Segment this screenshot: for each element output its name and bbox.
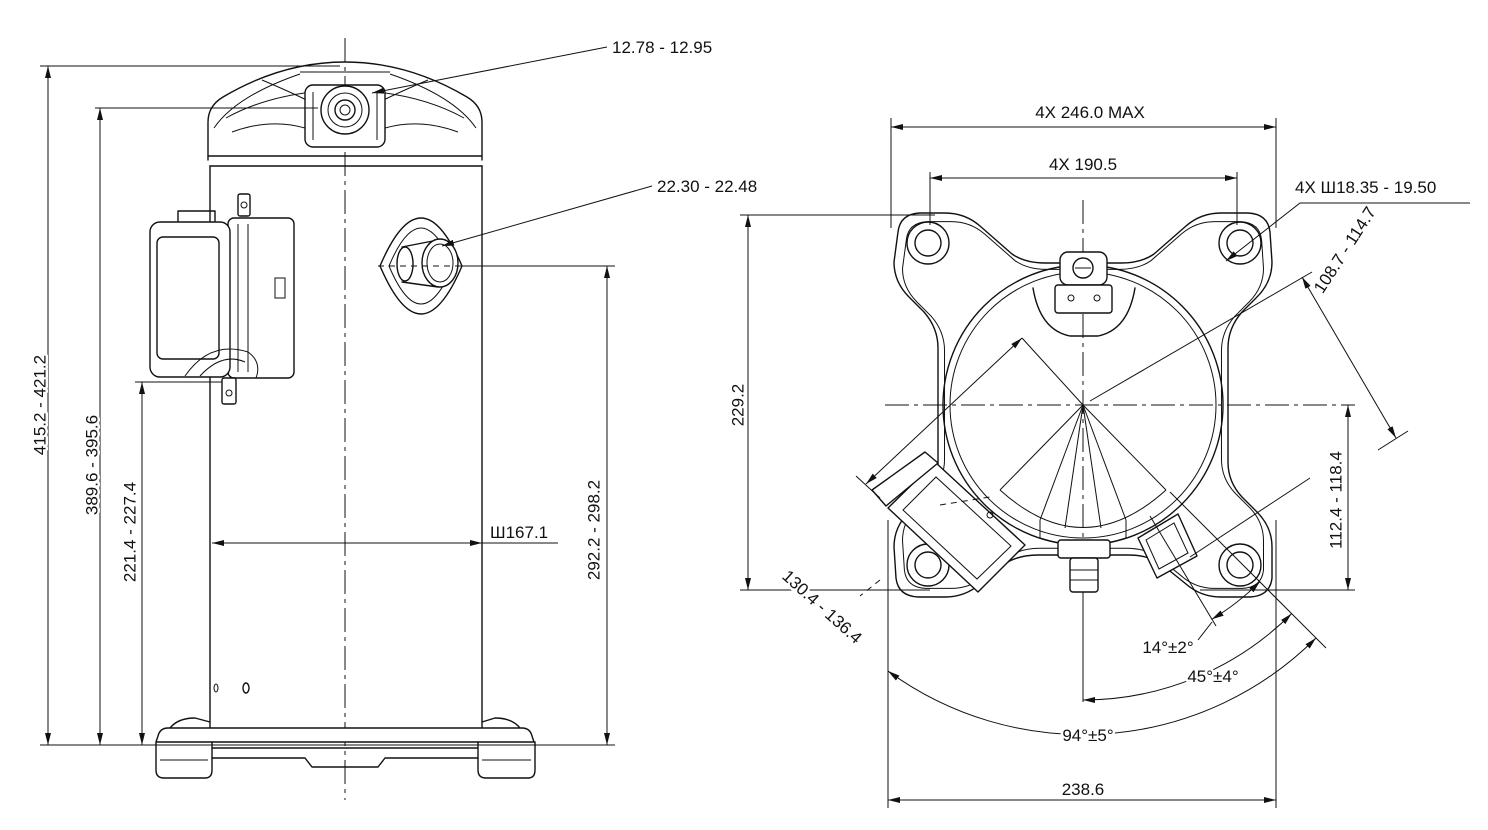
internal-cone — [999, 337, 1167, 546]
label-angle-small: 14°±2° — [1142, 638, 1193, 657]
base-plate — [155, 717, 536, 779]
mounting-hole — [1218, 543, 1262, 587]
shell-hole — [242, 682, 250, 694]
bottom-fitting — [1057, 539, 1111, 593]
label-suction-offset: 112.4 - 118.4 — [1327, 451, 1346, 549]
discharge-fitting-top — [1032, 251, 1136, 337]
dim-line-radial-offset — [1301, 276, 1397, 439]
label-angle-suction: 45°±4° — [1187, 667, 1238, 686]
shell-dome — [207, 61, 483, 167]
side-view: 12.78 - 12.95 22.30 - 22.48 415.2 - 421.… — [28, 36, 760, 800]
label-height-terminal-box: 221.4 - 227.4 — [121, 482, 140, 582]
dim-line-terminal-offset — [865, 337, 1023, 485]
leader-suction-fitting — [441, 185, 653, 247]
label-suction-fitting: 22.30 - 22.48 — [657, 177, 757, 196]
label-base-width: 238.6 — [1062, 780, 1105, 799]
label-hole-spacing: 4X 190.5 — [1049, 155, 1117, 174]
shell-hole — [213, 683, 219, 693]
arc-angle-terminal — [887, 637, 1317, 736]
label-shell-diameter: Ш167.1 — [490, 523, 548, 542]
leader-hole-diameter — [1225, 202, 1470, 262]
top-view: 4X 246.0 MAX 4X 190.5 4X Ш18.35 - 19.50 … — [726, 101, 1470, 808]
arc-angle-small — [1211, 581, 1261, 620]
mounting-hole — [1218, 221, 1262, 265]
leader-top-fitting — [371, 46, 608, 94]
label-width-max: 4X 246.0 MAX — [1035, 103, 1145, 122]
label-angle-terminal: 94°±5° — [1062, 726, 1113, 745]
mounting-hole — [906, 221, 950, 265]
label-terminal-offset: 130.4 - 136.4 — [778, 566, 865, 647]
label-height-overall: 415.2 - 421.2 — [31, 355, 50, 455]
terminal-box-tab-top — [237, 193, 251, 217]
label-height-suction: 292.2 - 298.2 — [585, 480, 604, 580]
suction-fitting — [378, 217, 470, 315]
top-view-extension-lines — [740, 118, 1409, 808]
label-depth: 229.2 — [729, 384, 748, 427]
side-view-extension-lines — [40, 65, 615, 746]
label-top-fitting: 12.78 - 12.95 — [612, 38, 712, 57]
discharge-fitting — [304, 84, 386, 148]
arc-angle-suction — [1082, 613, 1292, 703]
label-radial-offset: 108.7 - 114.7 — [1310, 203, 1380, 296]
leader-angle-small — [1197, 621, 1213, 641]
terminal-box-tab-bottom — [221, 377, 237, 405]
terminal-box — [149, 193, 295, 405]
label-height-top-fitting: 389.6 - 395.6 — [83, 415, 102, 515]
label-hole-diameter: 4X Ш18.35 - 19.50 — [1295, 178, 1436, 197]
